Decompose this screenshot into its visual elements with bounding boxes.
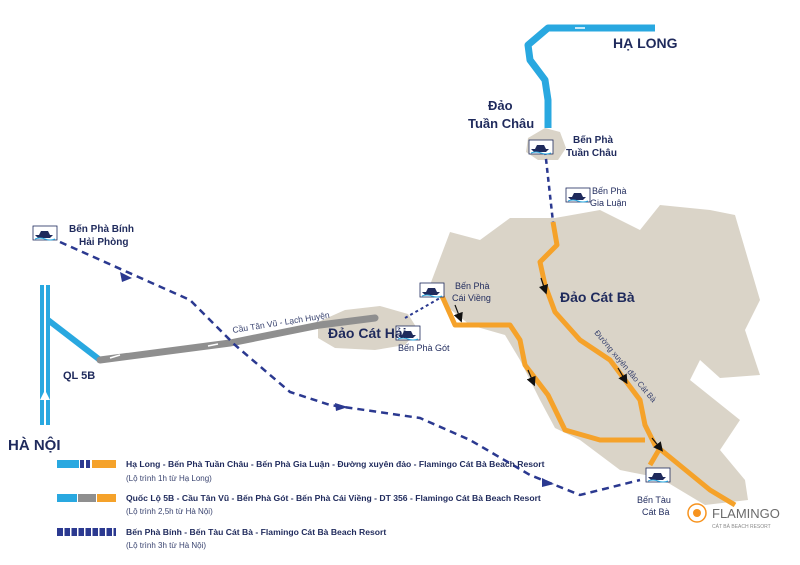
ferry-tuan-chau-gia-luan bbox=[543, 149, 555, 223]
pier-tuan-chau-line1: Bến Phà bbox=[573, 134, 613, 146]
place-cat-hai: Đảo Cát Hải bbox=[328, 325, 407, 341]
ferry-arrow bbox=[542, 478, 554, 487]
ferry-arrow bbox=[120, 272, 132, 282]
legend-item-1-title: Hạ Long - Bến Phà Tuần Châu - Bến Phà Gi… bbox=[126, 459, 545, 469]
direction-arrow bbox=[538, 277, 549, 295]
legend-item-2-note: (Lộ trình 2,5h từ Hà Nội) bbox=[126, 507, 213, 516]
ferry-boat-icon bbox=[419, 282, 445, 298]
legend-item-1-note: (Lộ trình 1h từ Hạ Long) bbox=[126, 474, 212, 483]
direction-arrow bbox=[453, 304, 463, 323]
cat-hai-island-landmass bbox=[318, 306, 418, 350]
place-tuan-chau-line1: Đảo bbox=[488, 98, 513, 113]
direction-arrow bbox=[617, 367, 628, 385]
ferry-binh-cat-ba bbox=[59, 240, 641, 497]
place-tuan-chau-line2: Tuần Châu bbox=[468, 116, 534, 131]
ha-noi-road bbox=[40, 285, 50, 425]
ferry-boat-icon bbox=[528, 139, 554, 155]
direction-arrow bbox=[526, 369, 536, 387]
legend-item-3-note: (Lộ trình 3h từ Hà Nội) bbox=[126, 541, 206, 550]
place-cat-ba: Đảo Cát Bà bbox=[560, 289, 635, 305]
ferry-arrow bbox=[335, 403, 348, 411]
legend-item-3-title: Bến Phà Bính - Bến Tàu Cát Bà - Flamingo… bbox=[126, 527, 386, 537]
pier-gia-luan-line2: Gia Luận bbox=[590, 198, 627, 208]
pier-cai-vieng-line1: Bến Phà bbox=[455, 281, 490, 291]
cross-island-route bbox=[537, 221, 737, 508]
bridge-route bbox=[96, 314, 379, 364]
ferry-boat-icon bbox=[565, 187, 591, 203]
ql5b-road bbox=[46, 317, 102, 363]
pier-tuan-chau-line2: Tuần Châu bbox=[566, 147, 617, 159]
pier-got: Bến Phà Gót bbox=[398, 343, 450, 353]
ha-noi-road-arrow bbox=[40, 390, 50, 400]
flamingo-logo: FLAMINGO CÁT BÀ BEACH RESORT bbox=[687, 503, 780, 530]
ferry-got-cai-vieng bbox=[404, 297, 441, 319]
label-ql5b: QL 5B bbox=[63, 370, 95, 382]
ha-long-route bbox=[524, 24, 655, 128]
cat-ba-island-landmass bbox=[430, 205, 760, 505]
direction-arrow bbox=[651, 437, 663, 452]
legend-swatch-2 bbox=[57, 494, 116, 502]
place-ha-long: HẠ LONG bbox=[613, 35, 678, 51]
pier-cat-ba-port-line2: Cát Bà bbox=[642, 507, 670, 517]
ferry-boat-icon bbox=[645, 467, 671, 483]
bridge-route-arrows bbox=[109, 343, 219, 359]
legend-item-2-title: Quốc Lộ 5B - Cầu Tân Vũ - Bến Phà Gót - … bbox=[126, 493, 541, 503]
legend-swatch-1 bbox=[57, 460, 116, 468]
place-ha-noi: HÀ NỘI bbox=[8, 436, 61, 454]
pier-cai-vieng-line2: Cái Viềng bbox=[452, 293, 491, 303]
pier-binh-line2: Hải Phòng bbox=[79, 237, 128, 248]
legend: Hạ Long - Bến Phà Tuần Châu - Bến Phà Gi… bbox=[57, 459, 545, 550]
pier-gia-luan-line1: Bến Phà bbox=[592, 186, 627, 196]
dt356-route bbox=[439, 294, 645, 443]
brand-tagline: CÁT BÀ BEACH RESORT bbox=[712, 523, 771, 530]
pier-cat-ba-port-line1: Bến Tàu bbox=[637, 495, 671, 505]
legend-swatch-3 bbox=[57, 528, 116, 536]
brand-name: FLAMINGO bbox=[712, 506, 780, 521]
pier-binh-line1: Bến Phà Bính bbox=[69, 223, 134, 235]
ferry-boat-icon bbox=[32, 225, 58, 241]
